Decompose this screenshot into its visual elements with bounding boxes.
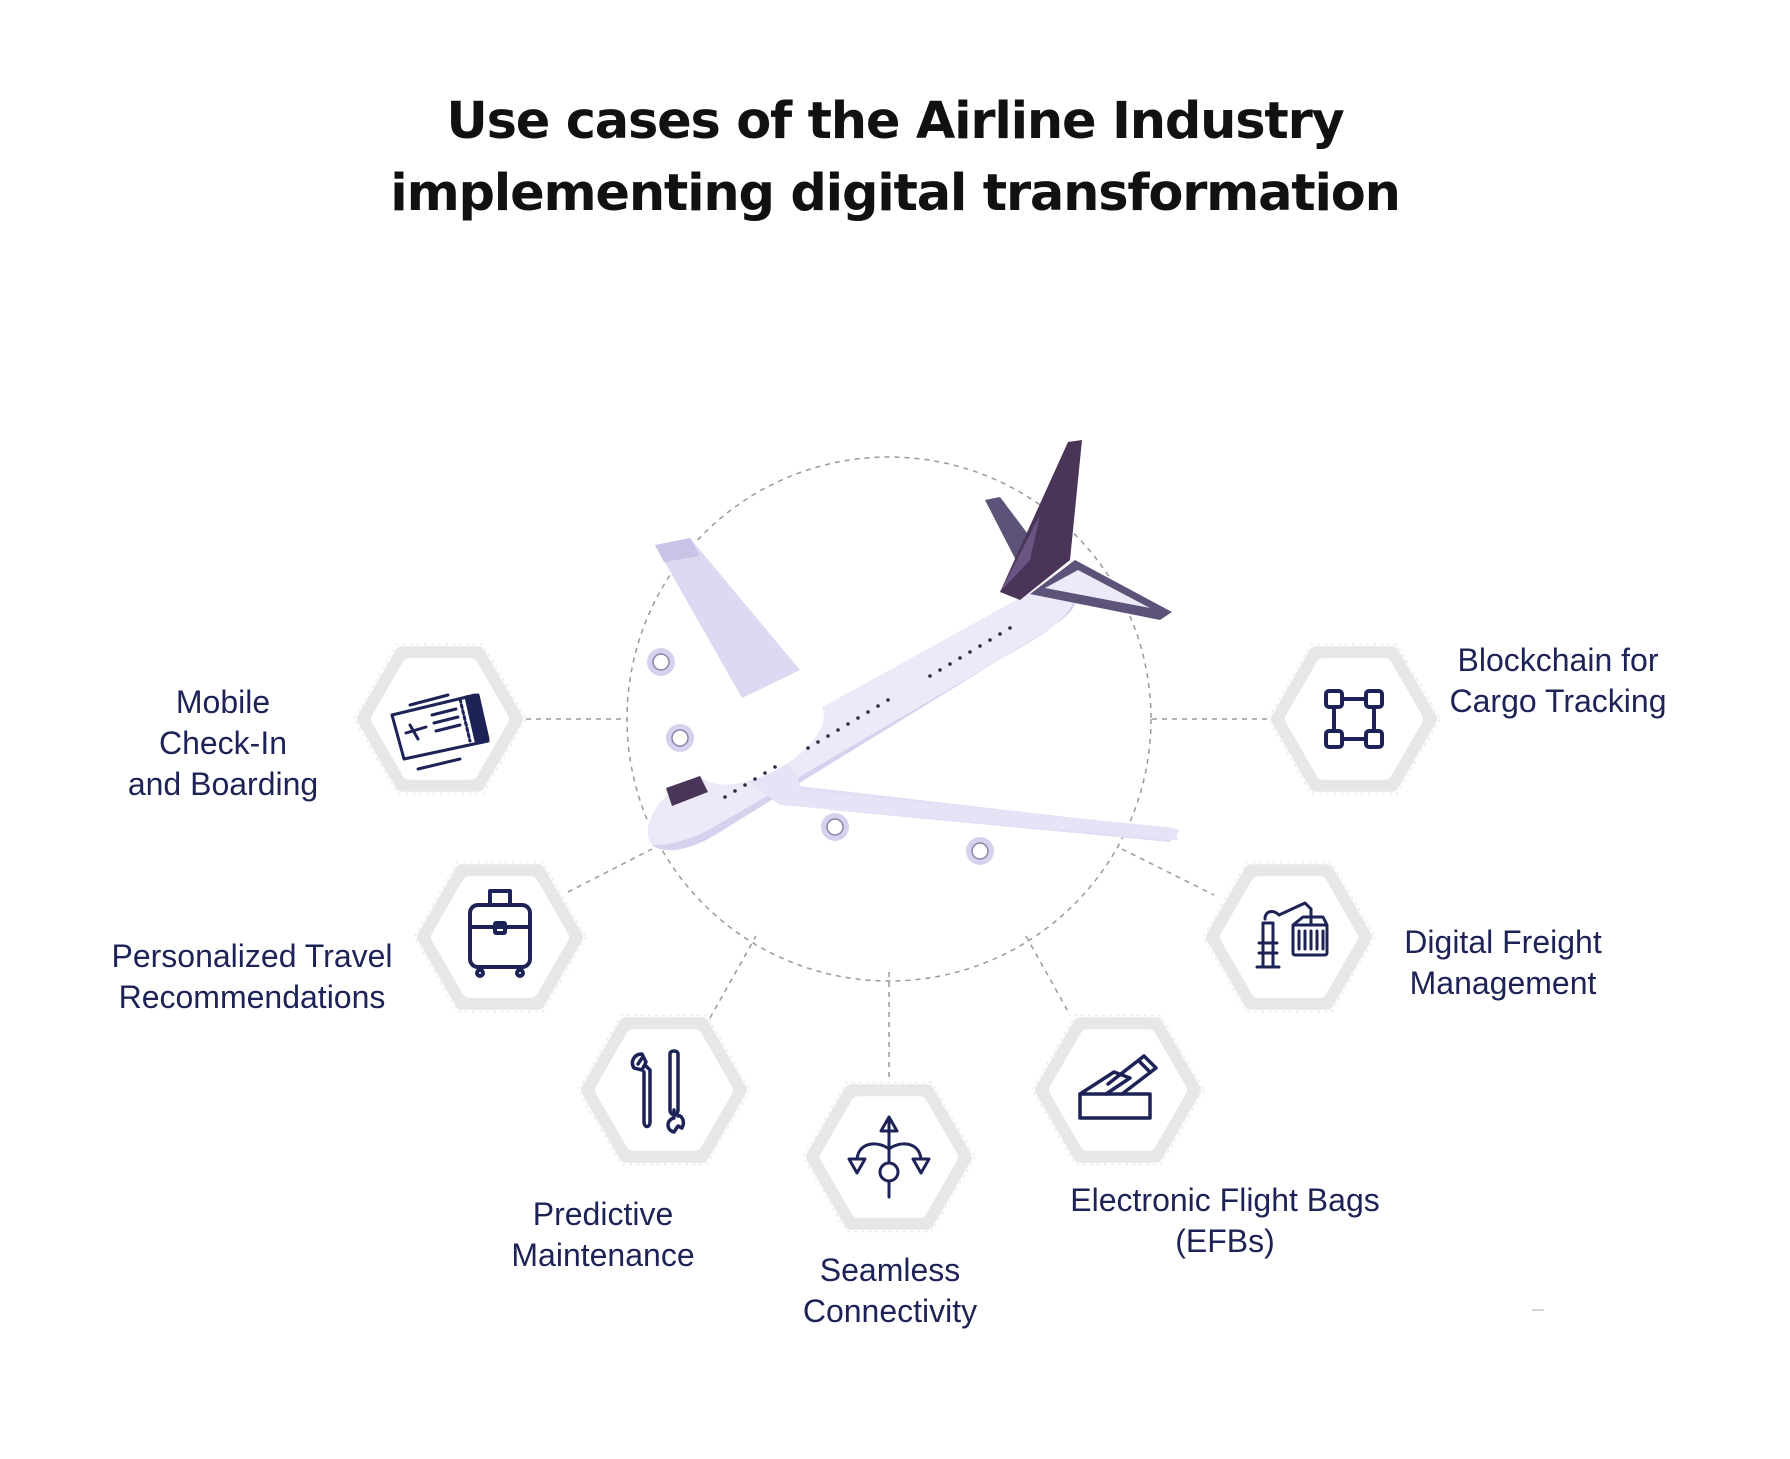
engine <box>821 813 849 841</box>
engine <box>966 837 994 865</box>
page-title: Use cases of the Airline Industry implem… <box>0 86 1790 230</box>
hexagon-inner <box>1285 658 1423 780</box>
label-line: Connectivity <box>802 1293 978 1329</box>
label-seamless-connectivity: Seamless Connectivity <box>770 1250 1010 1332</box>
label-personalized-travel: Personalized Travel Recommendations <box>100 936 404 1018</box>
connector-lines <box>526 718 1275 1078</box>
blockchain-nodes-icon <box>1324 689 1384 749</box>
hexagon-inner <box>1220 876 1358 998</box>
flight-bag-tablet-icon <box>1078 1054 1158 1120</box>
crane-container-icon <box>1255 901 1329 969</box>
connector-personalized-travel <box>567 848 653 893</box>
hexagon-inner <box>1049 1029 1187 1151</box>
airplane-illustration <box>647 440 1180 865</box>
label-line: Cargo Tracking <box>1449 683 1667 719</box>
title-line-2: implementing digital transformation <box>390 164 1401 223</box>
label-line: and Boarding <box>127 766 319 802</box>
title-line-1: Use cases of the Airline Industry <box>446 92 1344 151</box>
suitcase-icon <box>468 889 532 978</box>
label-line: Management <box>1409 965 1597 1001</box>
label-predictive-maintenance: Predictive Maintenance <box>478 1194 728 1276</box>
connectivity-arrows-icon <box>847 1115 931 1199</box>
hexagon-badge-mobile-check-in <box>353 643 527 795</box>
hexagon-inner <box>431 876 569 998</box>
label-line: Check-In <box>158 725 288 761</box>
engine <box>647 648 675 676</box>
label-electronic-flight-bags: Electronic Flight Bags (EFBs) <box>1044 1180 1406 1262</box>
label-mobile-check-in: Mobile Check-In and Boarding <box>112 682 334 805</box>
label-line: Digital Freight <box>1404 924 1602 960</box>
label-line: Seamless <box>819 1252 961 1288</box>
hexagon-inner <box>595 1029 733 1151</box>
label-line: Mobile <box>175 684 271 720</box>
connector-electronic-flight-bags <box>1025 935 1071 1016</box>
hexagon-badge-personalized-travel <box>413 861 587 1013</box>
label-line: Recommendations <box>118 979 386 1015</box>
label-digital-freight: Digital Freight Management <box>1380 922 1626 1004</box>
label-line: Maintenance <box>511 1237 695 1273</box>
hexagon-badge-digital-freight <box>1202 861 1376 1013</box>
connector-digital-freight <box>1121 848 1215 896</box>
boarding-pass-icon <box>390 693 490 771</box>
wrench-tools-icon <box>630 1049 686 1134</box>
label-line: Predictive <box>532 1196 674 1232</box>
label-line: Blockchain for <box>1457 642 1659 678</box>
connector-predictive-maintenance <box>709 935 757 1019</box>
label-line: Personalized Travel <box>111 938 393 974</box>
label-line: (EFBs) <box>1175 1223 1275 1259</box>
label-line: Electronic Flight Bags <box>1070 1182 1380 1218</box>
hexagon-badge-predictive-maintenance <box>577 1014 751 1166</box>
hexagon-badge-blockchain-cargo <box>1267 643 1441 795</box>
label-blockchain-cargo: Blockchain for Cargo Tracking <box>1428 640 1688 722</box>
engine <box>666 724 694 752</box>
hexagon-badge-electronic-flight-bags <box>1031 1014 1205 1166</box>
